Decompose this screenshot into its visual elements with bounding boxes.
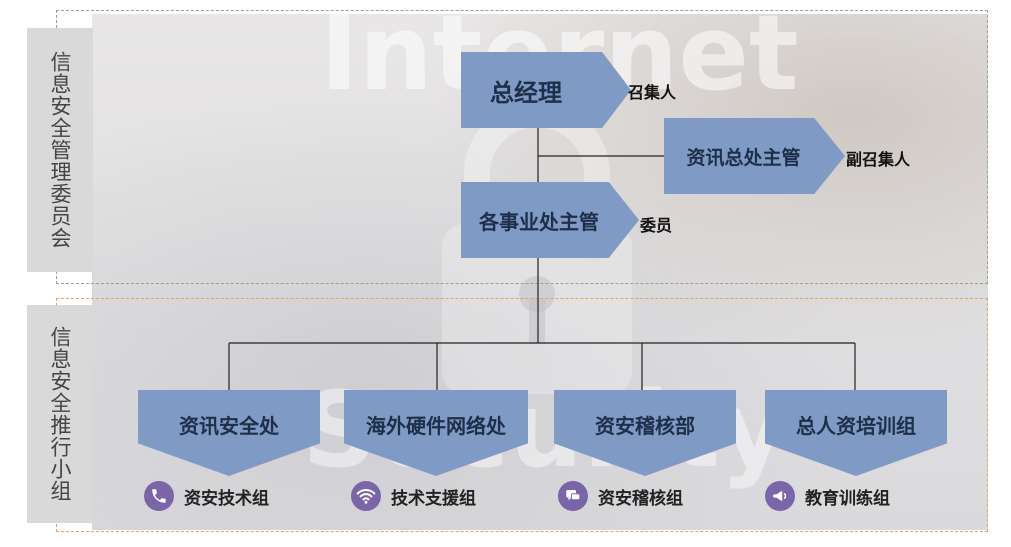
- team-item: 教育训练组: [765, 481, 890, 511]
- it-head-node: 资讯总处主管: [664, 118, 845, 194]
- team-item: 资安稽核组: [558, 481, 683, 511]
- it-head-role: 副召集人: [846, 150, 911, 169]
- unit-label: 资安稽核部: [595, 414, 695, 438]
- unit-label: 资讯安全处: [179, 414, 279, 438]
- team-label: 技术支援组: [391, 488, 476, 509]
- unit-label: 海外硬件网络处: [366, 414, 506, 438]
- it-head-label: 资讯总处主管: [686, 146, 801, 169]
- general-manager-node: 总经理: [461, 52, 631, 128]
- bu-heads-role: 委员: [640, 216, 673, 235]
- promotion-panel-label: 信息安全推行小组: [27, 305, 93, 523]
- megaphone-icon: [765, 481, 795, 511]
- team-label: 资安稽核组: [598, 488, 683, 509]
- promotion-panel-text: 信息安全推行小组: [48, 326, 72, 502]
- committee-panel-text: 信息安全管理委员会: [48, 51, 72, 249]
- team-label: 资安技术组: [184, 488, 269, 509]
- committee-panel-label: 信息安全管理委员会: [27, 28, 93, 272]
- team-item: 资安技术组: [144, 481, 269, 511]
- team-item: 技术支援组: [351, 481, 476, 511]
- bu-heads-node: 各事业处主管: [461, 182, 639, 258]
- bu-heads-label: 各事业处主管: [479, 209, 599, 234]
- general-manager-role: 召集人: [628, 83, 677, 102]
- lock-icon: [442, 104, 632, 394]
- general-manager-label: 总经理: [490, 77, 562, 107]
- phone-icon: [144, 481, 174, 511]
- team-label: 教育训练组: [805, 488, 890, 509]
- wifi-icon: [351, 481, 381, 511]
- chat-icon: [558, 481, 588, 511]
- unit-label: 总人资培训组: [796, 414, 916, 438]
